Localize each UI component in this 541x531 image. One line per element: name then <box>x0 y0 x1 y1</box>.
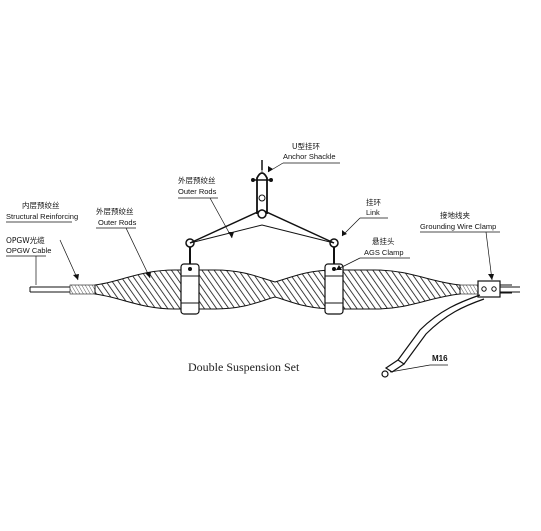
structural-reinforcing-label-cn: 内层预绞丝 <box>22 201 60 210</box>
grounding-wire-clamp <box>477 280 512 298</box>
grounding-wire <box>381 294 485 378</box>
opgw-cable-label: OPGW Cable <box>6 246 52 255</box>
outer-rods-top-label-cn: 外层预绞丝 <box>178 176 216 185</box>
ags-clamp-right <box>324 263 344 315</box>
anchor-shackle-label: Anchor Shackle <box>283 152 336 161</box>
leader-arrowheads <box>73 166 494 280</box>
grounding-clamp-label-cn: 接地线夹 <box>440 211 470 220</box>
opgw-cable-label-cn: OPGW光缆 <box>6 236 45 245</box>
outer-rods-left-label: Outer Rods <box>98 218 137 227</box>
structural-reinforcing-label: Structural Reinforcing <box>6 212 79 221</box>
label-underlines <box>6 162 500 366</box>
anchor-shackle-label-cn: U型挂环 <box>292 142 320 151</box>
grounding-clamp-label: Grounding Wire Clamp <box>420 222 497 231</box>
ags-clamp-left <box>180 263 200 315</box>
yoke-plate <box>189 209 335 244</box>
diagram-caption: Double Suspension Set <box>188 360 300 374</box>
link-label: Link <box>366 208 380 217</box>
m16-bolt-label: M16 <box>432 354 448 363</box>
link-label-cn: 挂环 <box>366 198 381 207</box>
ags-clamp-label: AGS Clamp <box>364 248 404 257</box>
outer-rods-top-label: Outer Rods <box>178 187 217 196</box>
ags-clamp-label-cn: 悬挂头 <box>372 237 395 246</box>
outer-rods-left-label-cn: 外层预绞丝 <box>96 207 134 216</box>
